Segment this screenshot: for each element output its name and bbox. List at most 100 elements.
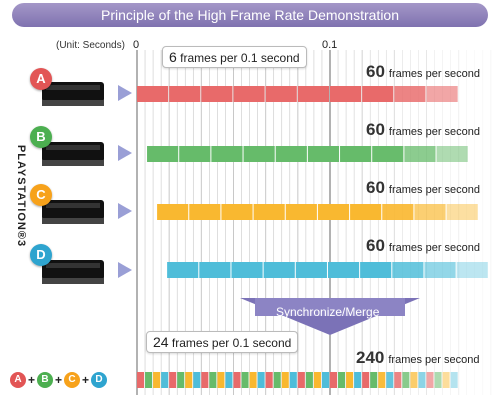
row-a-frame	[362, 86, 394, 102]
page-title: Principle of the High Frame Rate Demonst…	[12, 3, 488, 27]
merged-frame	[442, 372, 450, 388]
merged-frame	[185, 372, 193, 388]
merged-frame	[338, 372, 346, 388]
merged-frame	[281, 372, 289, 388]
merged-frame	[410, 372, 418, 388]
row-c-frame	[446, 204, 478, 220]
row-c-frame	[350, 204, 382, 220]
row-a-frame	[169, 86, 201, 102]
merged-frame	[370, 372, 378, 388]
merged-frame	[257, 372, 265, 388]
merged-frame	[305, 372, 313, 388]
merged-frame	[265, 372, 273, 388]
merged-frame	[313, 372, 321, 388]
merged-frame	[145, 372, 153, 388]
row-b-frame	[147, 146, 179, 162]
row-b-frame	[340, 146, 372, 162]
merged-frame	[161, 372, 169, 388]
mini-a-icon: A	[10, 372, 26, 388]
merged-frame	[169, 372, 177, 388]
sync-merge-label: Synchronize/Merge	[276, 305, 380, 319]
merged-frame	[330, 372, 338, 388]
row-a-frame	[330, 86, 362, 102]
row-b-frame	[404, 146, 436, 162]
platform-label: PLAYSTATION®3	[15, 144, 28, 248]
row-a-frame	[394, 86, 426, 102]
console-c-image	[40, 190, 110, 230]
merged-frame	[273, 372, 281, 388]
row-c-frame	[285, 204, 317, 220]
merged-frame	[225, 372, 233, 388]
arrow-right-icon	[118, 85, 132, 101]
merged-frame	[217, 372, 225, 388]
row-b-frame	[436, 146, 468, 162]
row-d-frame	[231, 262, 263, 278]
callout-bottom: 24 frames per 0.1 second	[146, 331, 299, 353]
merged-frame	[450, 372, 458, 388]
mini-b-icon: B	[37, 372, 54, 388]
merged-frame	[418, 372, 426, 388]
badge-a-icon: A	[30, 68, 52, 90]
mini-d-icon: D	[91, 372, 108, 388]
merged-frame	[386, 372, 394, 388]
merged-frame	[193, 372, 201, 388]
badge-b-icon: B	[30, 126, 52, 148]
merged-frame	[249, 372, 257, 388]
row-a-frame	[426, 86, 458, 102]
arrow-right-icon	[118, 203, 132, 219]
row-b-frame	[243, 146, 275, 162]
console-a-image	[40, 72, 110, 112]
row-b-frame	[179, 146, 211, 162]
merged-frame	[394, 372, 402, 388]
merged-frame	[434, 372, 442, 388]
merged-frame	[201, 372, 209, 388]
row-d-frame	[295, 262, 327, 278]
row-d-frame	[456, 262, 488, 278]
merged-frame	[233, 372, 241, 388]
merged-frame	[362, 372, 370, 388]
merged-frame	[378, 372, 386, 388]
badge-d-icon: D	[30, 244, 52, 266]
merge-formula: A+B+C+D	[10, 372, 108, 388]
row-d-frame	[167, 262, 199, 278]
console-b-image	[40, 132, 110, 172]
badge-c-icon: C	[30, 184, 52, 206]
row-a-frame	[265, 86, 297, 102]
unit-label: (Unit: Seconds)	[56, 40, 125, 51]
row-c-frame	[157, 204, 189, 220]
row-d-frame	[263, 262, 295, 278]
callout-top: 6 frames per 0.1 second	[162, 46, 307, 68]
row-a-frame	[233, 86, 265, 102]
row-d-frame	[392, 262, 424, 278]
merged-frame	[289, 372, 297, 388]
merged-frame	[137, 372, 145, 388]
row-d-frame	[424, 262, 456, 278]
row-c-frame	[414, 204, 446, 220]
row-a-frame	[297, 86, 329, 102]
tick-zero: 0	[133, 39, 140, 51]
row-b-frame	[275, 146, 307, 162]
row-b-frame	[211, 146, 243, 162]
row-b-frame	[372, 146, 404, 162]
row-d-frame	[360, 262, 392, 278]
mini-c-icon: C	[64, 372, 81, 388]
row-d-frame	[327, 262, 360, 278]
merged-frame	[426, 372, 434, 388]
row-c-frame	[221, 204, 253, 220]
tick-end: 0.1	[322, 39, 338, 51]
merged-frame	[321, 372, 329, 388]
sync-band	[255, 298, 405, 316]
row-a-frame	[137, 86, 169, 102]
merged-frame	[153, 372, 161, 388]
arrow-right-icon	[118, 262, 132, 278]
row-d-frame	[199, 262, 231, 278]
console-d-image	[40, 250, 110, 290]
row-c-frame	[253, 204, 285, 220]
row-c-frame	[317, 204, 350, 220]
row-c-frame	[189, 204, 221, 220]
